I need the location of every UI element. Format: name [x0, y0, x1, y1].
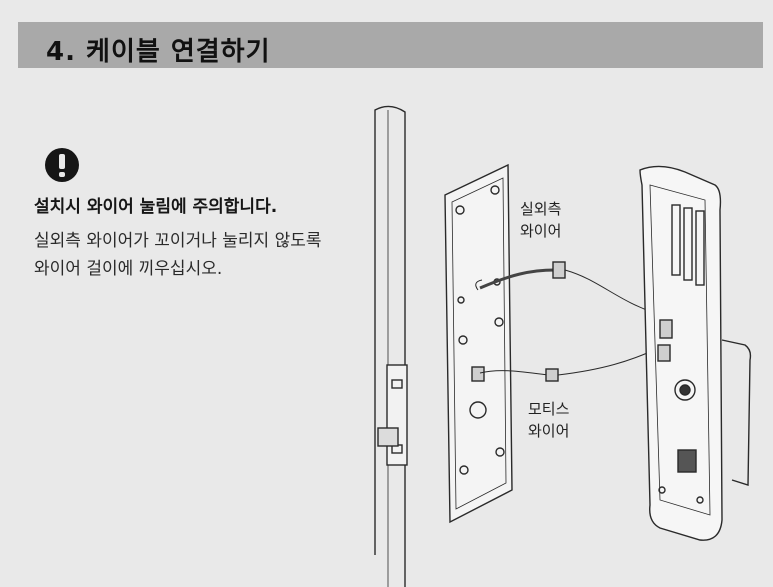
warning-heading: 설치시 와이어 눌림에 주의합니다.	[34, 197, 278, 217]
outdoor-wire-label: 실외측 와이어	[520, 200, 562, 240]
door-edge-illustration	[374, 105, 408, 587]
section-title: 4. 케이블 연결하기	[46, 37, 271, 67]
lock-body-illustration	[639, 165, 752, 541]
section-header-bar	[18, 22, 763, 68]
mounting-plate-illustration	[444, 163, 513, 524]
exclamation-icon	[45, 148, 79, 182]
warning-body-line-2: 와이어 걸이에 끼우십시오.	[34, 259, 223, 279]
cable-connection-diagram	[374, 105, 752, 587]
warning-body: 실외측 와이어가 꼬이거나 눌리지 않도록 와이어 걸이에 끼우십시오.	[34, 227, 364, 283]
motor-wire-label: 모티스 와이어	[528, 400, 570, 440]
warning-body-line-1: 실외측 와이어가 꼬이거나 눌리지 않도록	[34, 231, 322, 251]
